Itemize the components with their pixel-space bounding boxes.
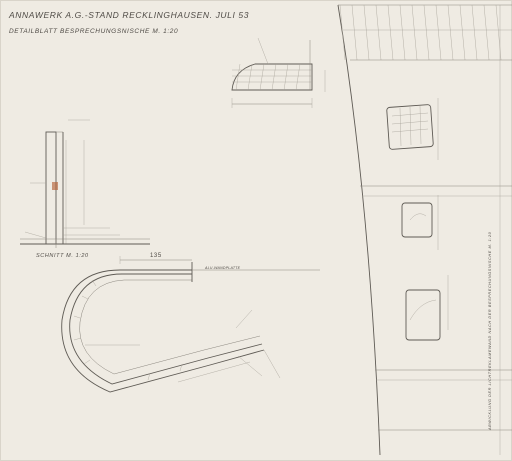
wall-label: ALU-WANDPLATTE: [205, 266, 241, 270]
niche-plan: [61, 256, 320, 393]
unrolled-wall: [337, 4, 512, 456]
drawing-title: ANNAWERK A.G.-STAND RECKLINGHAUSEN. JULI…: [9, 10, 250, 20]
marked-part: [52, 182, 58, 190]
drawing-subtitle: DETAILBLATT BESPRECHUNGSNISCHE M. 1:20: [9, 28, 179, 35]
section-detail: [20, 119, 150, 248]
section-label: SCHNITT M. 1:20: [36, 253, 89, 259]
grid-panel: [231, 37, 326, 108]
vertical-title: ABWICKLUNG DER LICHTREKLAMEWAND NACH DER…: [488, 231, 492, 430]
dimension-label: 135: [150, 253, 162, 259]
